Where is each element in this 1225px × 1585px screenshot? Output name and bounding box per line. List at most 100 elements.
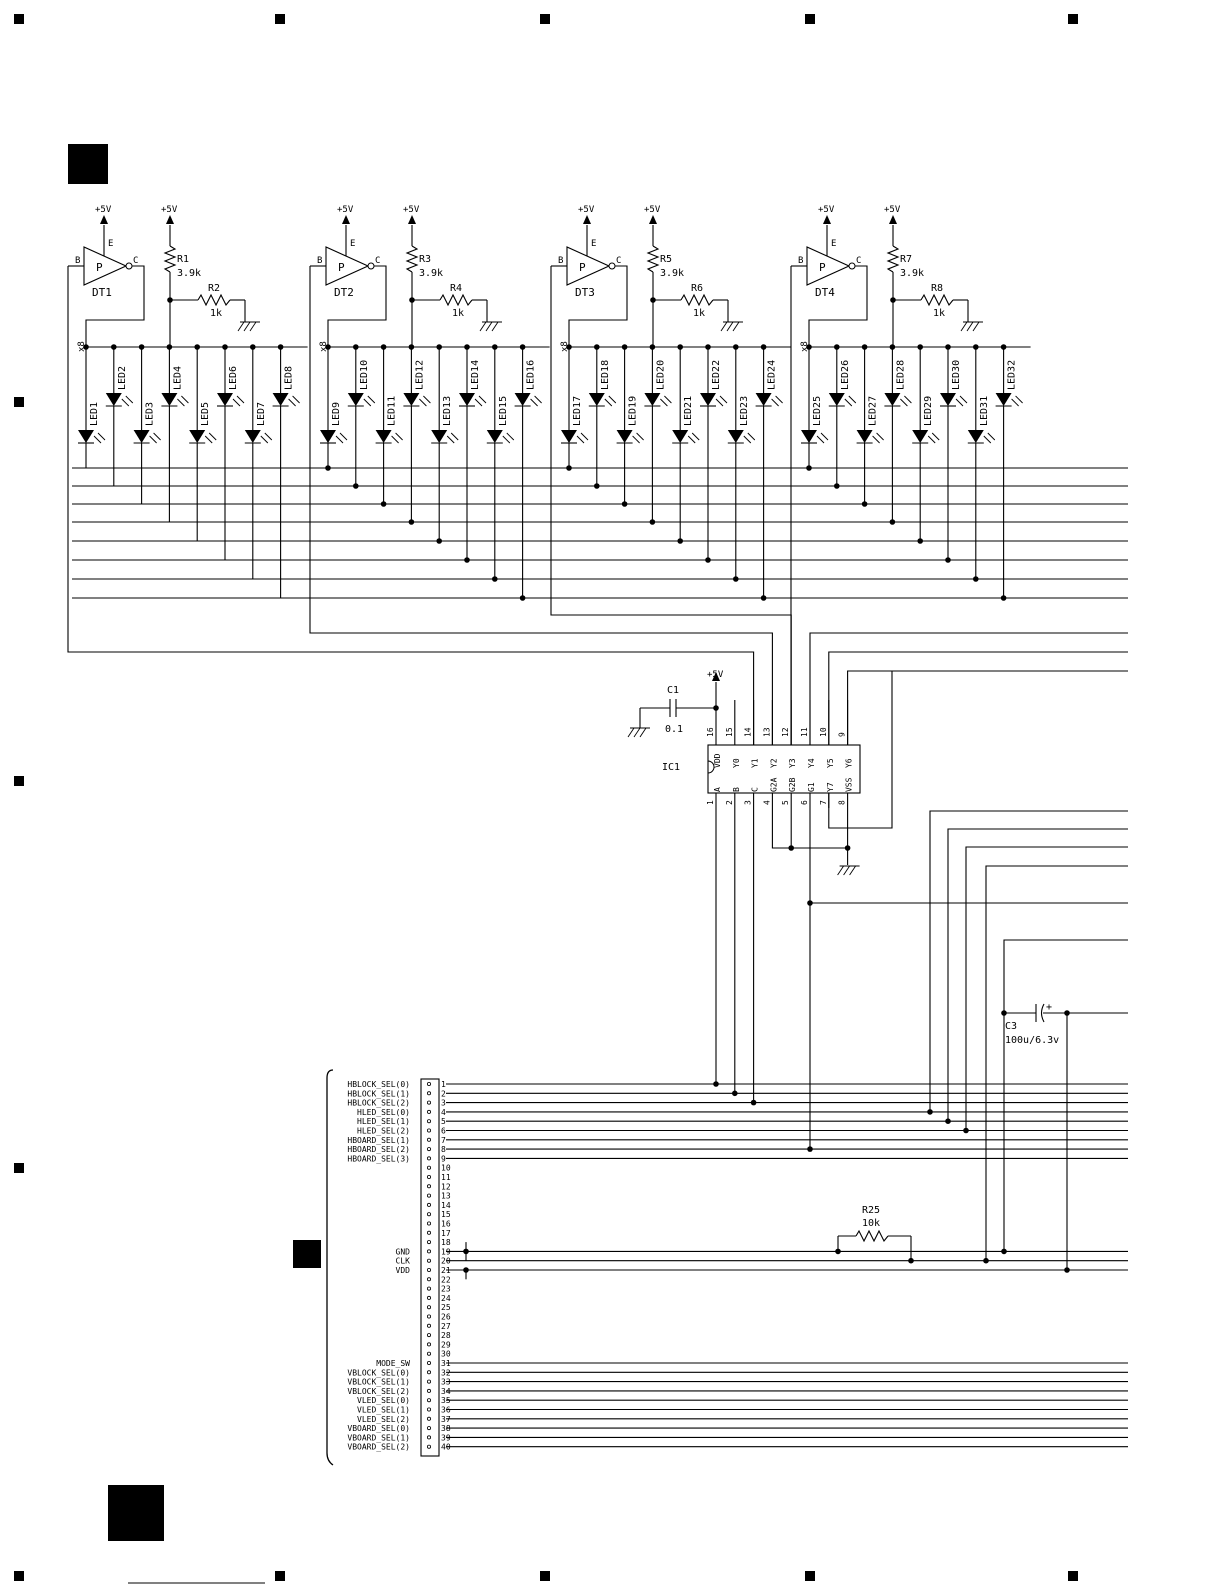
collector-wire	[568, 265, 628, 347]
junction-dot	[566, 465, 572, 471]
led-ref-label: LED4	[172, 366, 183, 390]
junction-dot	[983, 1257, 989, 1264]
junction-dot	[835, 1248, 841, 1255]
connector-pin-number: 18	[441, 1238, 451, 1247]
led-diode-symbol	[133, 430, 150, 443]
connector-signal-label: VLED_SEL(0)	[357, 1396, 410, 1405]
crop-mark	[14, 1163, 24, 1173]
crop-mark	[275, 14, 285, 24]
led-emission-arrow	[844, 398, 853, 407]
supply-label: +5V	[884, 205, 901, 215]
ic-pin-name: Y6	[845, 758, 854, 768]
led-emission-arrow	[747, 432, 756, 441]
led-emission-arrow	[872, 435, 880, 444]
led-24: LED24	[755, 344, 783, 601]
junction-dot	[713, 1081, 719, 1087]
crop-mark	[14, 776, 24, 786]
junction-dot	[806, 465, 812, 471]
connector-pin-number: 38	[441, 1424, 451, 1433]
led-emission-arrow	[474, 398, 483, 407]
junction-dot	[861, 501, 868, 507]
multiplier-label: x8	[319, 341, 329, 352]
connector-pin-contact	[426, 1323, 431, 1328]
connector-signal-label: HBOARD_SEL(2)	[347, 1145, 410, 1154]
led-ref-label: LED27	[868, 396, 879, 426]
ic-pin-number: 5	[781, 800, 790, 805]
led-ref-label: LED11	[387, 396, 398, 426]
dt1-base-wire	[67, 266, 755, 745]
connector-pin-contact	[426, 1314, 431, 1319]
led-diode-symbol	[244, 430, 261, 443]
multiplier-label: x8	[77, 341, 87, 352]
led-25: LED25	[801, 344, 829, 471]
transistor-ref-label: DT4	[815, 286, 835, 299]
connector-pin-number: 26	[441, 1313, 451, 1322]
crop-mark	[540, 1571, 550, 1581]
c3-ref-label: C3	[1005, 1021, 1017, 1032]
led-diode-symbol	[459, 393, 475, 406]
led-ref-label: LED7	[256, 402, 267, 426]
led-28: LED28	[884, 344, 912, 525]
ic-pin-number: 16	[706, 727, 715, 737]
junction-dot	[677, 538, 683, 544]
led-emission-arrow	[335, 435, 344, 444]
led-emission-arrow	[691, 432, 700, 441]
led-diode-symbol	[995, 393, 1012, 406]
led-emission-arrow	[288, 398, 296, 407]
connector-signal-label: HLED_SEL(2)	[357, 1127, 410, 1136]
connector-pin-number: 32	[441, 1368, 451, 1377]
connector-pin-number: 23	[441, 1285, 451, 1294]
led-ref-label: LED6	[228, 366, 239, 390]
ic-pin-number: 1	[706, 800, 715, 805]
connector-pin-number: 10	[441, 1164, 451, 1173]
connector-signal-label: MODE_SW	[376, 1359, 410, 1368]
led-14: LED14	[459, 344, 487, 563]
connector-pin-number: 21	[441, 1266, 451, 1275]
collector-wire	[327, 265, 387, 347]
led-diode-symbol	[967, 430, 984, 443]
connector-pin-contact	[426, 1416, 431, 1421]
resistor-value-label: 3.9k	[177, 268, 201, 279]
ground-icon	[237, 321, 260, 332]
junction-dot	[807, 1146, 813, 1152]
led-ref-label: LED8	[284, 366, 295, 390]
ground-icon	[960, 321, 983, 332]
crop-mark	[14, 1571, 24, 1581]
collector-wire	[808, 265, 868, 347]
led-emission-arrow	[264, 432, 273, 441]
led-emission-arrow	[816, 435, 825, 444]
led-diode-symbol	[884, 393, 901, 406]
transistor-output-bubble	[367, 262, 375, 270]
supply-label: +5V	[95, 205, 112, 215]
connector-pin-number: 8	[441, 1145, 446, 1154]
section-marker	[68, 144, 108, 184]
ic-pin-name: C	[751, 787, 760, 792]
led-diode-symbol	[320, 430, 336, 443]
connector-pin-number: 22	[441, 1275, 451, 1284]
resistor-ref-label: R4	[450, 283, 462, 294]
led-5: LED5	[189, 344, 217, 541]
led-emission-arrow	[502, 435, 511, 444]
led-emission-arrow	[478, 395, 487, 404]
led-20: LED20	[644, 344, 672, 525]
connector-signal-label: VBLOCK_SEL(2)	[347, 1387, 410, 1396]
led-ref-label: LED16	[526, 360, 537, 390]
led-emission-arrow	[181, 395, 189, 404]
crop-mark	[1068, 1571, 1078, 1581]
led-emission-arrow	[204, 435, 213, 444]
ground-hatch	[837, 865, 844, 876]
led-ref-label: LED12	[414, 360, 425, 390]
led-emission-arrow	[260, 435, 269, 444]
junction-dot	[945, 1118, 951, 1124]
led-emission-arrow	[900, 398, 908, 407]
junction-dot	[649, 519, 656, 525]
ground-hatch	[720, 321, 728, 332]
led-diode-symbol	[755, 393, 772, 406]
cap-plate-curved	[1040, 1003, 1045, 1023]
connector-pin-contact	[426, 1091, 431, 1096]
connector-pin-contact	[426, 1398, 431, 1403]
connector-pin-number: 29	[441, 1340, 451, 1349]
led-emission-arrow	[743, 435, 752, 444]
led-6: LED6	[217, 344, 245, 560]
